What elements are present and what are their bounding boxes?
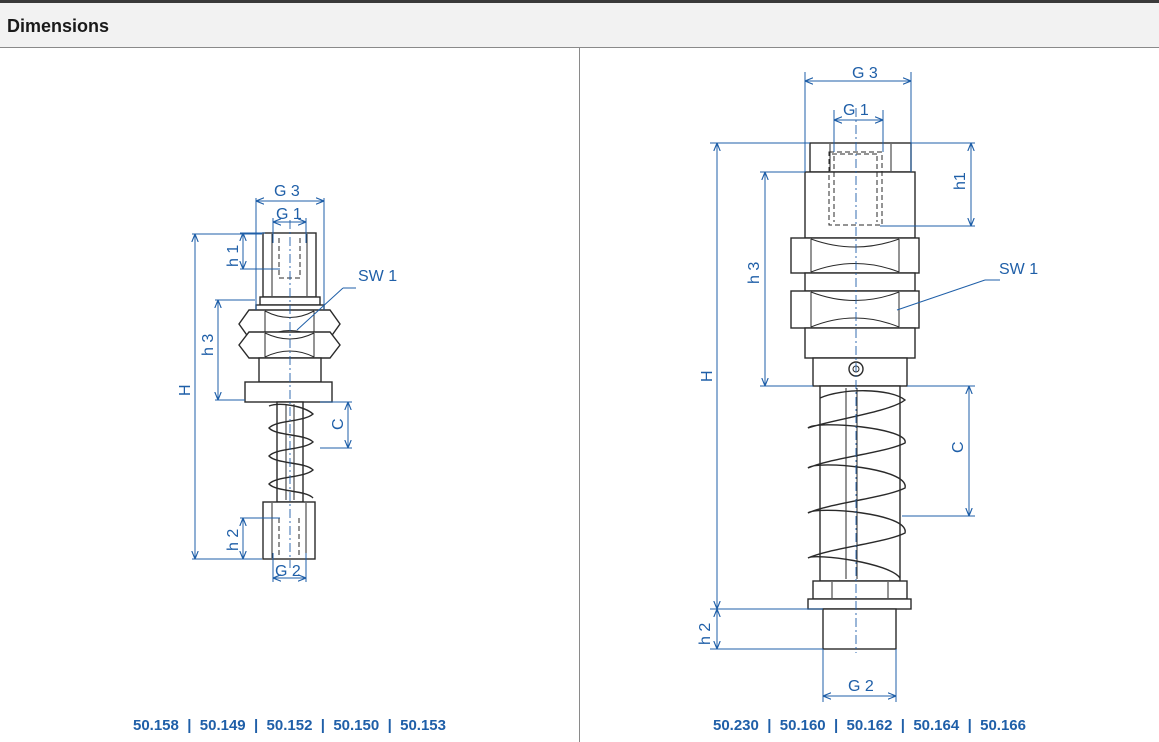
label-C: C	[330, 418, 347, 430]
article-code: 50.150	[333, 717, 380, 734]
label-sw1: SW 1	[358, 268, 397, 285]
code-separator: |	[967, 717, 972, 734]
lock-nut-lower	[238, 331, 341, 359]
lock-nut-lower	[790, 290, 920, 329]
label-H: H	[177, 384, 194, 396]
code-separator: |	[387, 717, 392, 734]
article-code: 50.152	[266, 717, 313, 734]
dim-h2: h 2	[697, 608, 823, 650]
bottom-nut	[807, 580, 912, 650]
top-nut	[262, 232, 317, 298]
dim-H: H	[699, 142, 810, 610]
label-h3: h 3	[200, 334, 217, 356]
left-drawing: G 3 G 1 h 1 h 3 H	[177, 183, 397, 582]
bottom-nut	[262, 501, 316, 560]
label-h2: h 2	[225, 529, 242, 551]
plunger-spring	[807, 385, 907, 582]
body-lower	[804, 327, 916, 387]
right-panel: G 3 G 1 h1 h 3 H	[580, 48, 1159, 742]
label-H: H	[699, 370, 716, 382]
dim-g2: G 2	[822, 649, 897, 702]
article-code: 50.166	[980, 717, 1026, 734]
leader-sw1: SW 1	[896, 261, 1038, 311]
label-C: C	[950, 441, 967, 453]
label-g2: G 2	[848, 678, 874, 695]
label-g3: G 3	[274, 183, 300, 200]
dim-g3: G 3	[255, 183, 325, 310]
code-separator: |	[767, 717, 772, 734]
label-g2: G 2	[275, 563, 301, 580]
label-sw1: SW 1	[999, 261, 1038, 278]
section-title: Dimensions	[7, 16, 110, 36]
code-separator: |	[254, 717, 259, 734]
dim-C: C	[902, 385, 975, 517]
label-h3: h 3	[746, 262, 763, 284]
article-code: 50.160	[779, 717, 826, 734]
label-g1: G 1	[276, 206, 302, 223]
dim-h2: h 2	[225, 517, 280, 560]
right-drawing: G 3 G 1 h1 h 3 H	[697, 65, 1038, 702]
dim-h1: h 1	[225, 232, 280, 270]
dim-g2: G 2	[272, 553, 307, 582]
dim-h1: h1	[880, 142, 975, 227]
lock-nut-upper	[790, 237, 920, 274]
code-separator: |	[834, 717, 839, 734]
article-code: 50.230	[712, 717, 759, 734]
top-rule	[0, 0, 1159, 3]
dim-h3: h 3	[746, 171, 813, 387]
label-g3: G 3	[852, 65, 878, 82]
panel-divider	[579, 47, 580, 742]
dim-g3: G 3	[804, 65, 912, 172]
label-h1: h1	[952, 172, 969, 190]
article-code: 50.158	[132, 717, 179, 734]
article-code: 50.162	[846, 717, 893, 734]
article-code: 50.153	[400, 717, 446, 734]
section-header: Dimensions	[0, 3, 1159, 48]
dim-g1: G 1	[272, 206, 307, 243]
dim-C: C	[320, 401, 352, 449]
plunger-spring	[268, 401, 315, 503]
label-h2: h 2	[697, 623, 714, 645]
body-lower	[244, 357, 333, 403]
threaded-body	[804, 272, 916, 292]
dim-g1: G 1	[833, 102, 884, 152]
article-code: 50.164	[913, 717, 960, 734]
code-separator: |	[320, 717, 325, 734]
article-code: 50.149	[199, 717, 246, 734]
dim-h3: h 3	[200, 299, 255, 401]
leader-sw1: SW 1	[296, 268, 397, 331]
label-h1: h 1	[225, 245, 242, 267]
label-g1: G 1	[843, 102, 869, 119]
code-separator: |	[900, 717, 905, 734]
left-panel: G 3 G 1 h 1 h 3 H	[0, 48, 579, 742]
left-article-codes: 50.158 | 50.149 | 50.152 | 50.150 | 50.1…	[0, 717, 579, 734]
right-article-codes: 50.230 | 50.160 | 50.162 | 50.164 | 50.1…	[580, 717, 1159, 734]
code-separator: |	[187, 717, 192, 734]
top-nut	[804, 142, 916, 239]
